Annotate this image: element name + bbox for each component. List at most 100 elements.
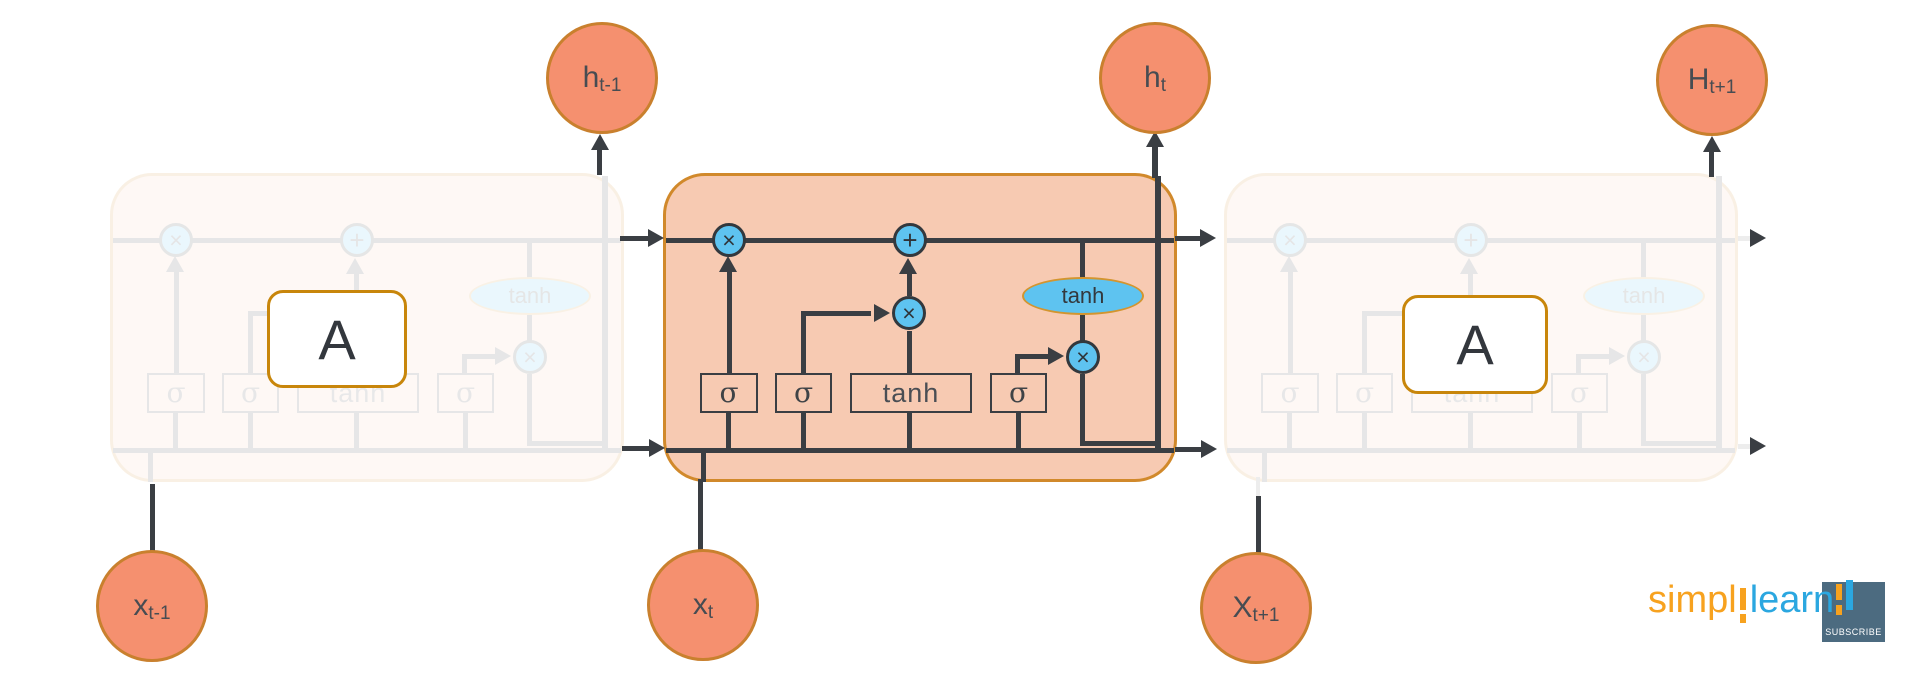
arrowhead-icon [1609,347,1625,365]
connector-line [462,354,504,359]
sigma-gate: σ [147,373,205,413]
connector-line [248,413,253,449]
connector-line [173,413,178,449]
input-entry-line [622,446,652,451]
arrowhead-icon [1460,258,1478,274]
connector-line [1080,242,1085,278]
arrowhead-icon [1048,347,1064,365]
connector-line [1641,242,1646,278]
connector-line [1080,441,1161,446]
simplilearn-logo: SUBSCRIBE simpl learn [1645,576,1920,676]
logo-simpl: simpl [1648,579,1737,621]
connector-line [1288,269,1293,373]
connector-line [1576,354,1618,359]
h-prev-arrow-line [597,149,602,175]
multiply-op: × [892,296,926,330]
x-prev-line [150,484,155,551]
arrowhead-icon [1280,256,1298,272]
connector-line [1577,413,1582,449]
lstm-cell-current: × + × × tanh σ σ tanh σ [663,173,1177,482]
sigma-gate: σ [1336,373,1393,413]
connector-line [527,242,532,278]
h-next-arrow-line [1709,151,1714,177]
lstm-cell-previous: × + × × tanh σ σ tanh σ [110,173,624,482]
hidden-output-riser [602,176,608,453]
connector-line [462,354,467,373]
connector-line [248,311,253,373]
connector-line [354,270,359,296]
cell-state-entry-line [620,236,652,241]
connector-line [1641,315,1646,342]
connector-line [907,413,912,449]
input-line [1227,448,1735,453]
connector-line [1468,270,1473,296]
connector-line [1080,315,1085,342]
sigma-gate: σ [1261,373,1319,413]
arrowhead-icon [899,258,917,274]
connector-line [1362,413,1367,449]
connector-line [1080,374,1085,444]
arrowhead-icon [1201,440,1217,458]
arrowhead-icon [1750,437,1766,455]
input-line [666,448,1174,453]
connector-line [1641,441,1722,446]
logo-learn: learn [1749,579,1835,621]
sigma-gate: σ [990,373,1047,413]
arrowhead-icon [1146,131,1164,147]
add-op: + [893,223,927,257]
arrowhead-icon [495,347,511,365]
cell-state-exit-line [1175,236,1203,241]
a-box-next: A [1402,295,1548,394]
subscribe-button[interactable]: SUBSCRIBE [1822,582,1885,642]
connector-line [907,270,912,296]
sigma-gate: σ [1551,373,1608,413]
input-riser [1262,450,1267,482]
arrowhead-icon [649,439,665,457]
connector-line [801,413,806,449]
input-line [113,448,621,453]
arrowhead-icon [719,256,737,272]
x-next-ghost-line [1256,477,1260,499]
tanh-activation: tanh [469,277,591,315]
logo-end-marks-icon [1836,580,1856,624]
connector-line [527,441,608,446]
add-op: + [340,223,374,257]
connector-line [726,413,731,449]
connector-line [527,315,532,342]
multiply-op: × [712,223,746,257]
connector-line [463,413,468,449]
connector-line [354,413,359,449]
multiply-op: × [159,223,193,257]
multiply-op: × [1273,223,1307,257]
connector-line [1287,413,1292,449]
arrowhead-icon [648,229,664,247]
connector-line [1015,354,1057,359]
connector-line [1016,413,1021,449]
connector-line [1015,354,1020,373]
tanh-activation: tanh [1022,277,1144,315]
multiply-op: × [513,340,547,374]
arrowhead-icon [1703,136,1721,152]
input-riser [701,450,706,482]
connector-line [801,311,806,373]
arrowhead-icon [346,258,364,274]
arrowhead-icon [1750,229,1766,247]
connector-line [907,331,912,373]
x-next-line [1256,496,1261,553]
connector-line [1641,374,1646,444]
input-riser [148,450,153,482]
arrowhead-icon [1200,229,1216,247]
logo-text: simpl learn [1648,578,1856,624]
connector-line [1362,311,1367,373]
connector-line [1468,413,1473,449]
connector-line [1362,311,1432,316]
arrowhead-icon [591,134,609,150]
x-curr-line [698,479,703,550]
arrowhead-icon [166,256,184,272]
